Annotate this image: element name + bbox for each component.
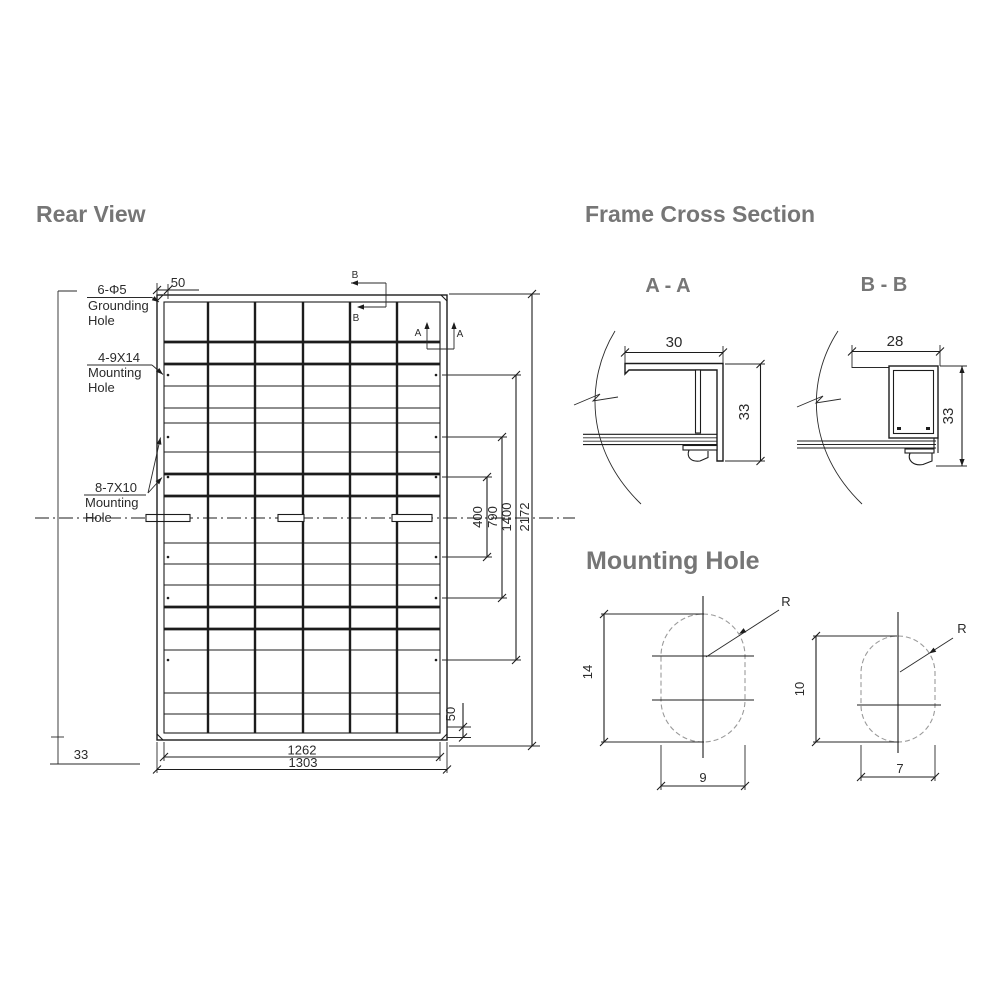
dim-arrow <box>959 459 965 466</box>
mounting-hole-spec: 4-9X14 <box>98 350 140 365</box>
dimension-aa-width: 30 <box>620 334 728 363</box>
radius-callout: R <box>899 621 967 673</box>
dim-text-9: 9 <box>699 770 706 785</box>
grounding-hole-text: Hole <box>88 313 115 328</box>
break-arc <box>816 330 863 505</box>
mounting-hole-detail-large: 14 9 R <box>580 594 791 791</box>
dim-text-bb-height: 33 <box>940 408 957 425</box>
radius-label: R <box>781 594 790 609</box>
dim-text-aa-width: 30 <box>666 334 683 351</box>
glass-shelf <box>904 448 935 454</box>
frame-profile-aa <box>624 362 724 462</box>
section-marker-b-bottom: B <box>353 313 360 324</box>
radius-label: R <box>957 621 966 636</box>
dimension-slot-width-9: 9 <box>656 745 750 791</box>
dim-text-top-offset: 50 <box>171 275 185 290</box>
section-cut-marker-a: A A <box>415 322 464 350</box>
section-bb-label: B - B <box>861 274 908 296</box>
dimension-frame-height: 33 <box>50 290 140 765</box>
mounting-hole-detail-small: 10 7 R <box>792 612 967 782</box>
leader-arrow <box>929 647 937 654</box>
dimension-slot-height-14: 14 <box>580 609 609 747</box>
dim-text-overall-width: 1303 <box>289 755 318 770</box>
dim-text-14: 14 <box>580 665 595 679</box>
break-arc <box>594 330 642 505</box>
panel-frame <box>156 294 448 741</box>
dim-text-400: 400 <box>470 506 485 528</box>
mounting-hole-callout-7x10: 8-7X10 Mounting Hole <box>84 437 163 525</box>
frame-profile-bb <box>888 365 939 439</box>
dim-text-7: 7 <box>896 761 903 776</box>
cross-section-bb: 28 33 <box>796 330 967 505</box>
dimension-bb-height: 33 <box>936 365 967 467</box>
dimension-widths: 1262 1303 <box>152 742 452 774</box>
glass-shelf <box>682 444 718 451</box>
section-marker-a-left: A <box>415 328 422 339</box>
radius-callout: R <box>705 594 791 658</box>
dim-text-bb-width: 28 <box>887 333 904 350</box>
leader-arrow <box>156 368 163 375</box>
section-arrow <box>424 322 430 329</box>
section-arrow <box>351 280 358 286</box>
dimension-hole-spans: 400 790 1400 2172 <box>442 289 540 751</box>
profile-hook <box>687 449 709 462</box>
grounding-hole-spec: 6-Φ5 <box>97 282 126 297</box>
dimension-slot-width-7: 7 <box>856 745 940 782</box>
dim-text-790: 790 <box>485 506 500 528</box>
mounting-hole-title: Mounting Hole <box>586 547 760 575</box>
mounting-hole-text: Mounting <box>85 495 138 510</box>
mounting-hole-text: Mounting <box>88 365 141 380</box>
break-zigzag <box>796 395 842 408</box>
section-arrow <box>357 304 364 310</box>
section-marker-b-top: B <box>352 270 359 281</box>
leader-arrow <box>156 437 162 445</box>
section-arrow <box>451 322 457 329</box>
section-aa-label: A - A <box>645 275 690 297</box>
dim-text-2172: 2172 <box>517 503 532 532</box>
leader-arrow <box>739 628 747 634</box>
dimension-slot-height-10: 10 <box>792 631 821 747</box>
profile-bb-inner <box>892 369 935 435</box>
break-zigzag <box>573 393 619 406</box>
rear-view-title: Rear View <box>36 201 146 227</box>
section-cut-marker-b: B B <box>351 270 387 324</box>
grounding-hole-text: Grounding <box>88 298 149 313</box>
mounting-hole-text: Hole <box>88 380 115 395</box>
dim-arrow <box>959 366 965 373</box>
dimension-bb-width: 28 <box>847 333 945 368</box>
rear-view-drawing: 6-Φ5 Grounding Hole 4-9X14 Mounting Hole… <box>35 270 575 774</box>
rail-hole-marks <box>166 373 438 662</box>
leader-arrow <box>155 477 162 485</box>
profile-hook <box>908 452 933 466</box>
grounding-hole-callout: 6-Φ5 Grounding Hole <box>87 282 160 328</box>
dim-text-aa-height: 33 <box>736 404 753 421</box>
dim-text-10: 10 <box>792 682 807 696</box>
frame-cross-section-title: Frame Cross Section <box>585 201 815 227</box>
dimension-top-offset: 50 <box>152 275 199 299</box>
dim-text-frame-height: 33 <box>74 747 88 762</box>
dimension-bottom-offset: 50 <box>443 703 471 742</box>
section-marker-a-right: A <box>457 329 464 340</box>
profile-detail <box>926 427 930 430</box>
mounting-hole-spec: 8-7X10 <box>95 480 137 495</box>
center-line <box>35 513 575 523</box>
dimension-aa-height: 33 <box>725 359 765 466</box>
mounting-hole-text: Hole <box>85 510 112 525</box>
profile-detail <box>897 427 901 430</box>
profile-web <box>694 369 702 434</box>
dim-text-glass-width: 1262 <box>288 743 317 758</box>
center-slot <box>391 513 433 523</box>
center-slot <box>145 513 191 523</box>
leader-arrow <box>151 296 159 302</box>
dim-text-bottom-offset: 50 <box>443 707 458 721</box>
center-slot <box>277 513 305 523</box>
dim-text-1400: 1400 <box>499 503 514 532</box>
mounting-hole-callout-9x14: 4-9X14 Mounting Hole <box>87 350 164 395</box>
cross-section-aa: 30 33 <box>573 330 765 505</box>
